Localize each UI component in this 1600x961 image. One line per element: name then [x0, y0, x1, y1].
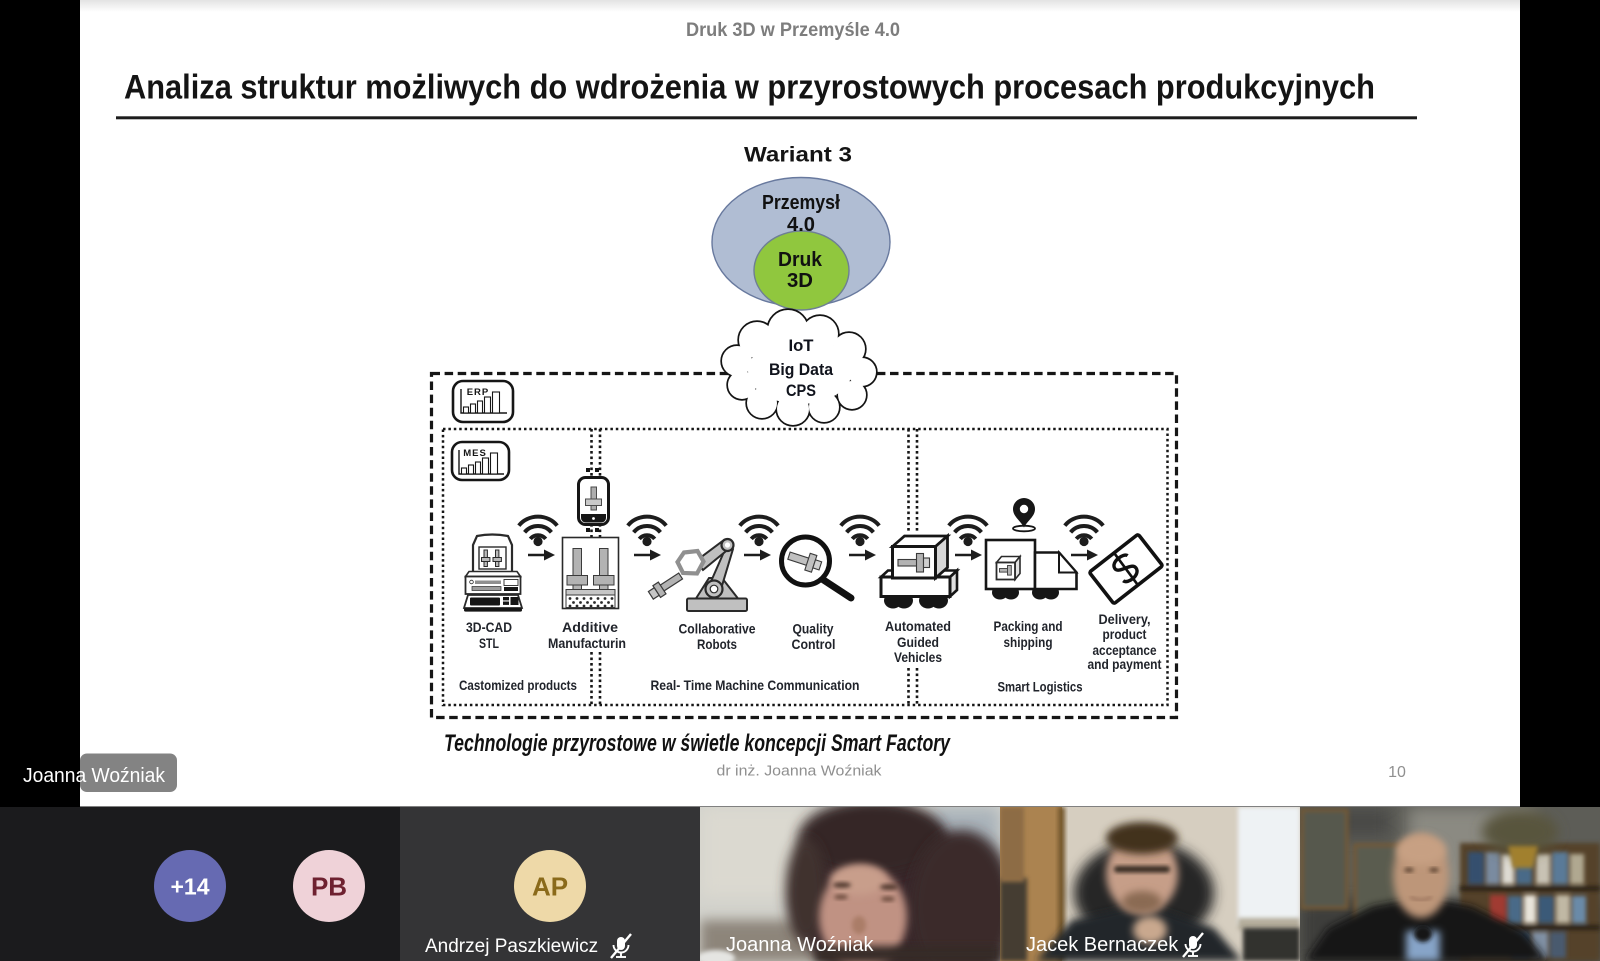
svg-text:Packing and: Packing and: [994, 618, 1063, 634]
svg-text:AP: AP: [532, 872, 568, 902]
svg-text:Automated: Automated: [885, 618, 951, 634]
svg-text:3D: 3D: [787, 270, 813, 292]
svg-text:Additive: Additive: [562, 619, 618, 635]
svg-text:Delivery,: Delivery,: [1099, 611, 1151, 627]
svg-text:Przemysł: Przemysł: [762, 192, 840, 214]
svg-text:Andrzej Paszkiewicz: Andrzej Paszkiewicz: [425, 936, 598, 957]
svg-text:shipping: shipping: [1004, 634, 1053, 650]
svg-text:Jacek Bernaczek: Jacek Bernaczek: [1026, 934, 1179, 956]
svg-text:dr inż. Joanna Woźniak: dr inż. Joanna Woźniak: [717, 763, 883, 780]
svg-text:Real- Time Machine Communicati: Real- Time Machine Communication: [651, 677, 860, 693]
svg-text:Vehicles: Vehicles: [894, 649, 942, 665]
svg-text:acceptance: acceptance: [1093, 642, 1157, 658]
svg-text:Manufacturin: Manufacturin: [548, 635, 626, 651]
svg-text:Druk 3D w Przemyśle 4.0: Druk 3D w Przemyśle 4.0: [686, 20, 900, 41]
svg-text:Analiza struktur możliwych do: Analiza struktur możliwych do wdrożenia …: [124, 69, 1375, 107]
svg-text:Robots: Robots: [697, 636, 737, 652]
svg-text:PB: PB: [311, 872, 347, 902]
svg-text:Quality: Quality: [793, 621, 834, 637]
svg-text:Joanna Woźniak: Joanna Woźniak: [23, 765, 166, 787]
svg-text:MES: MES: [463, 448, 487, 459]
svg-text:Smart Logistics: Smart Logistics: [998, 679, 1083, 695]
svg-text:Big Data: Big Data: [769, 360, 833, 379]
svg-text:Druk: Druk: [778, 249, 823, 271]
svg-text:ERP: ERP: [467, 387, 490, 398]
svg-text:Wariant 3: Wariant 3: [744, 143, 852, 167]
svg-text:10: 10: [1388, 764, 1406, 781]
svg-text:CPS: CPS: [786, 381, 816, 400]
svg-text:Collaborative: Collaborative: [679, 621, 756, 637]
svg-text:STL: STL: [479, 635, 499, 651]
svg-text:3D-CAD: 3D-CAD: [466, 619, 512, 635]
svg-text:+14: +14: [170, 874, 209, 900]
svg-text:Control: Control: [792, 636, 836, 652]
svg-text:product: product: [1103, 626, 1147, 642]
svg-text:IoT: IoT: [789, 336, 815, 355]
svg-text:and payment: and payment: [1088, 656, 1162, 672]
svg-text:Castomized products: Castomized products: [459, 677, 577, 693]
svg-text:Joanna Woźniak: Joanna Woźniak: [726, 934, 875, 956]
svg-text:Guided: Guided: [897, 634, 939, 650]
svg-text:4.0: 4.0: [787, 214, 815, 236]
svg-text:Technologie przyrostowe w świe: Technologie przyrostowe w świetle koncep…: [444, 730, 951, 757]
